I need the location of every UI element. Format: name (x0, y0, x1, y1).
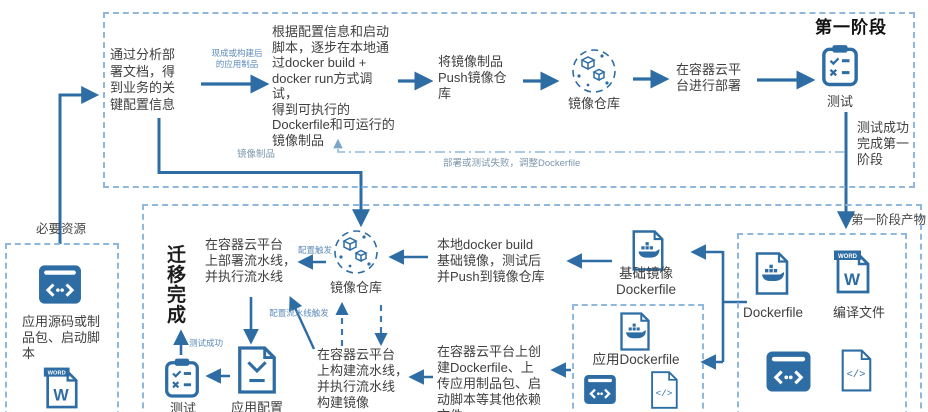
stage1-title: 第一阶段 (815, 18, 887, 37)
image-artifact-arrow-label: 镜像制品 (237, 149, 276, 160)
svg-text:WORD: WORD (48, 371, 66, 377)
app-dockerfile-box (572, 304, 704, 412)
source-code-window-icon (37, 264, 83, 305)
word-document-icon: WORD W (41, 366, 81, 412)
analyze-docs-step: 通过分析部 署文档，得 到业务的关 键配置信息 (110, 47, 176, 112)
test-success-label: 测试成功 (188, 338, 223, 348)
word-document-icon: WORD W (831, 249, 873, 297)
dockerfile-icon (617, 310, 653, 353)
dockerfile-caption: Dockerfile (742, 305, 804, 320)
feedback-arrow-label: 部署或测试失败，调整Dockerfile (443, 158, 581, 169)
app-artifact-arrow-label: 现成或构建后 的应用制品 (211, 48, 263, 69)
required-resources-box (5, 243, 119, 412)
code-window-icon (765, 350, 812, 393)
required-resources-title: 必要资源 (36, 222, 87, 236)
deploy-cloud-step: 在容器云平 台进行部署 (676, 62, 742, 93)
test2-caption: 测试 (169, 401, 196, 412)
image-registry-icon (328, 226, 384, 278)
svg-text:WORD: WORD (838, 254, 858, 260)
local-docker-debug-step: 根据配置信息和启动 脚本，逐步在本地通 过docker build + dock… (272, 24, 395, 148)
registry2-caption: 镜像仓库 (329, 280, 382, 295)
compile-file-caption: 编译文件 (832, 305, 885, 320)
svg-text:</>: </> (656, 388, 673, 399)
code-window-icon (583, 374, 617, 405)
test-checklist-icon (164, 356, 200, 400)
dockerfile-icon (752, 250, 792, 297)
build-pipeline-step: 在容器云平台 上构建流水线， 并执行流水线 构建镜像 (317, 347, 409, 410)
svg-text:</>: </> (847, 369, 866, 381)
registry1-caption: 镜像仓库 (567, 96, 620, 111)
local-build-base-step: 本地docker build 基础镜像，测试后 并Push到镜像仓库 (437, 237, 545, 284)
test-checklist-icon (821, 42, 859, 89)
stage1-box (103, 12, 915, 188)
config-trigger-label: 配置触发 (297, 245, 332, 255)
push-image-step: 将镜像制品 Push镜像仓 库 (438, 54, 507, 101)
base-dockerfile-caption: 基础镜像 Dockerfile (615, 266, 677, 297)
migration-done-title: 迁 移 完 成 (167, 245, 187, 326)
svg-text:W: W (53, 386, 69, 404)
stage2-box (142, 204, 922, 412)
svg-text:W: W (844, 270, 861, 289)
deploy-pipeline-step: 在容器云平台 上部署流水线， 并执行流水线 (205, 237, 297, 284)
create-dockerfile-step: 在容器云平台上创 建Dockerfile、上 传应用制品包、启 动脚本等其他依赖… (437, 344, 542, 412)
app-config-caption: 应用配置 (230, 400, 283, 412)
app-dockerfile-caption: 应用Dockerfile (592, 352, 680, 367)
source-package-text: 应用源码或制 品包、启动脚 本 (22, 314, 101, 361)
code-file-icon: </> (837, 347, 875, 394)
app-config-file-icon (234, 344, 280, 396)
test-success-note: 测试成功 完成第一 阶段 (857, 120, 910, 167)
code-file-icon: </> (647, 369, 681, 411)
dockerfile-icon (629, 228, 667, 273)
pipeline-trigger-label: 配置流水线触发 (269, 308, 329, 318)
test1-caption: 测试 (826, 94, 853, 109)
image-registry-icon (566, 45, 622, 97)
stage1-output-label: 第一阶段产物 (851, 213, 927, 227)
stage1-artifacts-box (737, 233, 907, 412)
